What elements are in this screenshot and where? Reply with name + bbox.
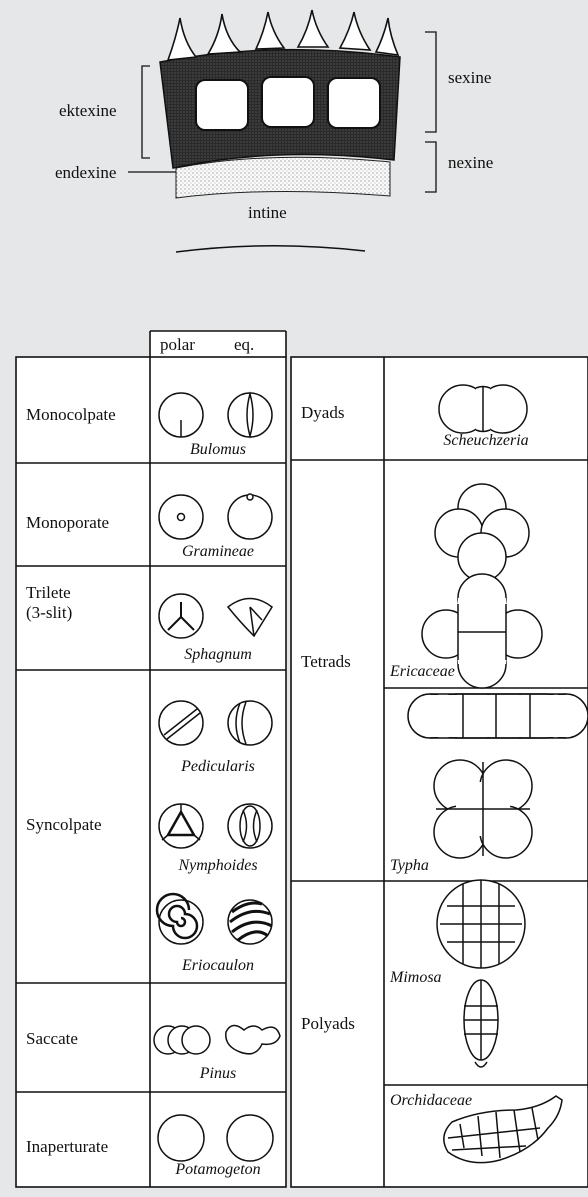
pinus-polar-body-right	[182, 1026, 210, 1054]
left-table-frame	[16, 357, 286, 1187]
potamogeton-polar-grain	[158, 1115, 204, 1161]
monoporate-eq-grain	[228, 495, 272, 539]
trilete-eq-grain	[228, 599, 272, 637]
pedicularis-eq-grain	[228, 701, 272, 745]
monocolpate-eq-grain	[228, 393, 272, 437]
nymphoides-eq-grain	[228, 804, 272, 848]
pedicularis-polar-grain	[159, 701, 203, 745]
pinus-eq-grain	[226, 1025, 280, 1053]
potamogeton-eq-grain	[227, 1115, 273, 1161]
